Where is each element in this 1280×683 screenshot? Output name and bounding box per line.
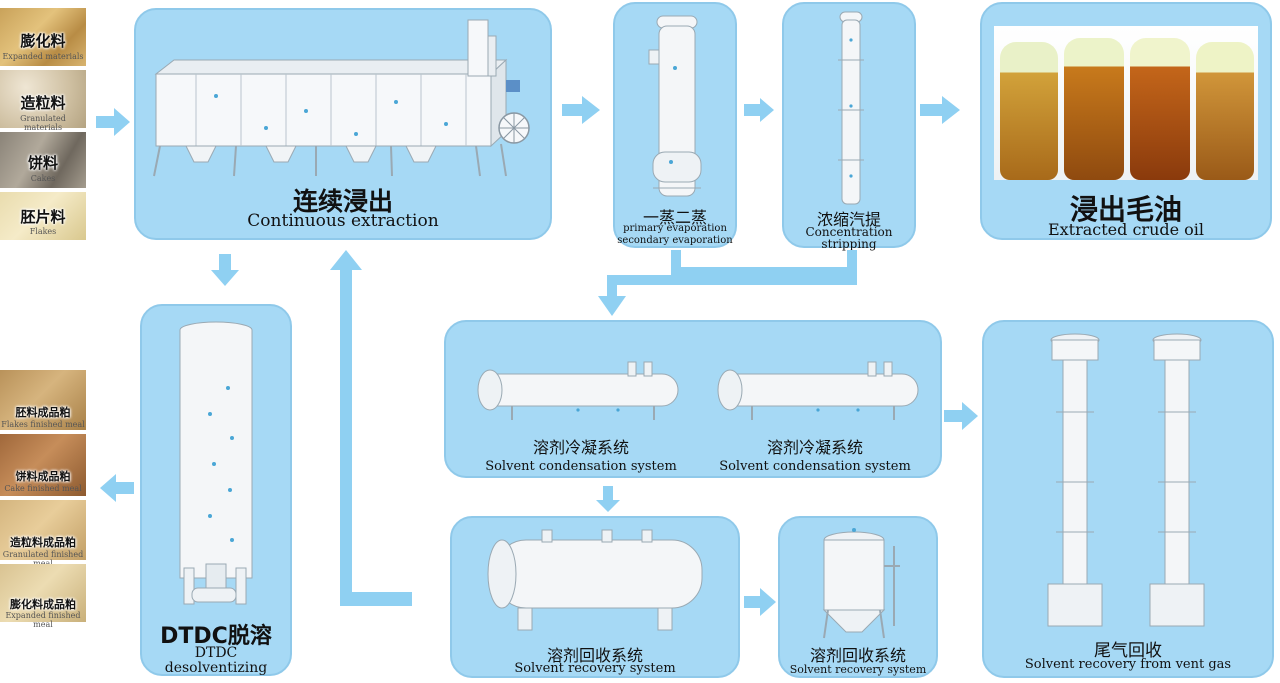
input-label: 胚片料 — [20, 208, 66, 226]
stripping-title-en2: stripping — [821, 237, 877, 251]
crude-oil-panel: 浸出毛油 Extracted crude oil — [980, 2, 1272, 240]
arrow-tank-to-vessel — [744, 588, 776, 616]
recovery-tank-illustration — [487, 529, 703, 631]
condensation-panel: 溶剂冷凝系统 Solvent condensation system 溶剂冷凝系… — [444, 320, 942, 478]
stripping-panel: 浓缩汽提 Concentration stripping — [782, 2, 916, 251]
output-flakes-meal: 胚料成品粕 Flakes finished meal — [0, 370, 86, 430]
condensation-2-en: Solvent condensation system — [719, 459, 911, 474]
arrow-condensation-to-recovery — [596, 486, 620, 512]
vent-column-2-illustration — [1149, 333, 1205, 627]
crude-oil-title-cn: 浸出毛油 — [1069, 193, 1182, 226]
dtdc-panel: DTDC脱溶 DTDC desolventizing — [140, 304, 292, 676]
input-label: 饼料 — [27, 154, 58, 172]
output-label: 造粒料成品粕 — [10, 536, 76, 549]
evaporation-panel: 一蒸二蒸 primary evaporation secondary evapo… — [613, 2, 737, 248]
condensation-label-2: 溶剂冷凝系统 Solvent condensation system — [700, 434, 930, 474]
evaporation-title-en2: secondary evaporation — [617, 235, 733, 246]
stripper-illustration — [838, 11, 864, 205]
evaporation-title-en1: primary evaporation — [623, 223, 727, 234]
arrow-stripping-to-crude-oil — [920, 96, 960, 124]
condensation-1-en: Solvent condensation system — [485, 459, 677, 474]
oil-jar — [1064, 38, 1124, 180]
arrow-evaporation-to-stripping — [744, 98, 774, 122]
condenser-2-illustration — [717, 361, 919, 420]
recovery-1-cn: 溶剂回收系统 — [546, 646, 643, 665]
arrow-extraction-to-evaporation — [562, 96, 600, 124]
arrow-input-to-extraction — [96, 108, 130, 136]
evaporation-title-cn: 一蒸二蒸 — [642, 208, 707, 227]
input-expanded: 膨化料 Expanded materials — [0, 8, 86, 66]
extractor-illustration — [153, 19, 530, 177]
extraction-title-cn: 连续浸出 — [292, 187, 393, 216]
output-sub: Cake finished meal — [4, 484, 82, 493]
condensation-2-cn: 溶剂冷凝系统 — [766, 438, 863, 457]
input-sub: Flakes — [29, 227, 57, 236]
extraction-title-en: Continuous extraction — [247, 211, 439, 231]
crude-oil-title-en: Extracted crude oil — [1047, 220, 1205, 239]
output-sub: Expanded finished meal — [5, 611, 81, 629]
dtdc-title-cn: DTDC脱溶 — [160, 624, 272, 649]
vent-gas-en: Solvent recovery from vent gas — [1024, 657, 1232, 672]
arrow-return-to-extraction — [330, 250, 412, 606]
dtdc-title-en: DTDC desolventizing — [164, 645, 268, 676]
oil-jar — [1000, 42, 1058, 180]
arrow-line-evap-stripping-merge — [671, 250, 857, 277]
stripping-title-cn: 浓缩汽提 — [816, 210, 881, 229]
vent-gas-panel: 尾气回收 Solvent recovery from vent gas — [982, 320, 1274, 678]
output-sub: Flakes finished meal — [1, 420, 85, 429]
input-label: 膨化料 — [20, 32, 66, 50]
arrow-extraction-to-dtdc — [211, 254, 239, 286]
arrow-dtdc-to-output — [100, 474, 134, 502]
condensation-label-1: 溶剂冷凝系统 Solvent condensation system — [466, 434, 696, 474]
output-cake-meal: 饼料成品粕 Cake finished meal — [0, 434, 86, 496]
arrow-line-merge-to-condensation — [607, 272, 857, 300]
dtdc-illustration — [179, 321, 253, 605]
vent-gas-cn: 尾气回收 — [1094, 641, 1162, 661]
stripping-title-en1: Concentration — [805, 225, 893, 239]
output-label: 膨化料成品粕 — [10, 598, 76, 611]
recovery-panel-2: 溶剂回收系统 Solvent recovery system — [778, 516, 938, 678]
recovery-1-en: Solvent recovery system — [514, 661, 676, 676]
input-granulated: 造粒料 Granulated materials — [0, 70, 86, 132]
output-granulated-meal: 造粒料成品粕 Granulated finished meal — [0, 500, 86, 568]
recovery-2-en: Solvent recovery system — [789, 663, 927, 676]
output-expanded-meal: 膨化料成品粕 Expanded finished meal — [0, 564, 86, 629]
evaporator-illustration — [648, 15, 702, 197]
input-sub: Granulated materials — [20, 114, 66, 132]
output-sub: Granulated finished meal — [2, 550, 84, 568]
input-sub: Cakes — [30, 174, 56, 183]
input-flakes: 胚片料 Flakes — [0, 192, 86, 240]
arrow-condensation-to-vent — [944, 402, 978, 430]
arrow-head-to-condensation — [598, 296, 626, 316]
input-cakes: 饼料 Cakes — [0, 132, 86, 188]
output-label: 胚料成品粕 — [15, 406, 71, 419]
recovery-panel-1: 溶剂回收系统 Solvent recovery system — [450, 516, 740, 678]
condenser-1-illustration — [477, 361, 679, 420]
output-label: 饼料成品粕 — [15, 470, 71, 483]
oil-jar — [1130, 38, 1190, 180]
recovery-vessel-illustration — [822, 528, 900, 639]
input-label: 造粒料 — [20, 94, 66, 112]
crude-oil-photo — [994, 26, 1258, 180]
extraction-panel: 连续浸出 Continuous extraction — [134, 8, 552, 240]
vent-column-1-illustration — [1047, 333, 1103, 627]
input-sub: Expanded materials — [2, 52, 84, 61]
condensation-1-cn: 溶剂冷凝系统 — [532, 438, 629, 457]
recovery-2-cn: 溶剂回收系统 — [809, 646, 906, 665]
oil-jar — [1196, 42, 1254, 180]
